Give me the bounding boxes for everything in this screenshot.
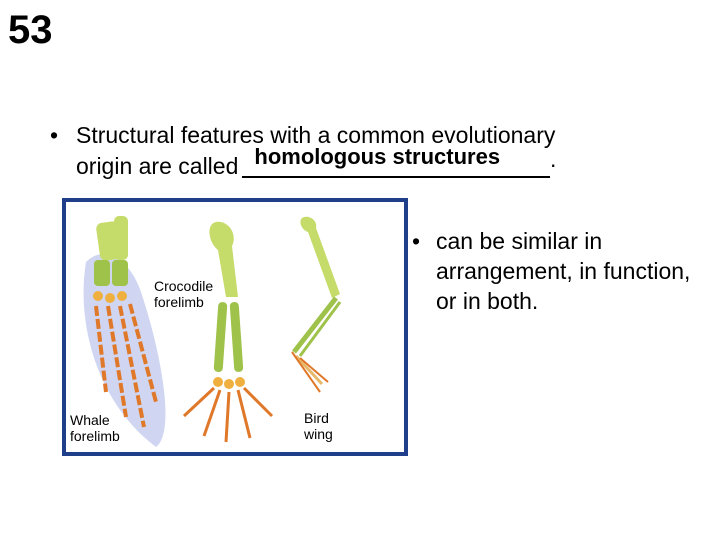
period: . bbox=[549, 146, 557, 172]
forelimb-figure: Crocodile forelimb Whale forelimb Bird w… bbox=[62, 198, 408, 456]
whale-forelimb-drawing bbox=[83, 216, 166, 447]
slide-number: 53 bbox=[8, 8, 53, 52]
crocodile-forelimb-label: Crocodile forelimb bbox=[154, 278, 214, 310]
answer-text: homologous structures bbox=[254, 144, 501, 169]
forelimb-illustration bbox=[83, 216, 342, 447]
fill-in-blank: homologous structures. bbox=[242, 144, 556, 178]
whale-forelimb-label: Whale forelimb bbox=[70, 412, 120, 444]
side-bullet-text: can be similar in arrangement, in functi… bbox=[436, 228, 691, 314]
main-bullet-line1: Structural features with a common evolut… bbox=[76, 122, 556, 148]
main-bullet-prefix: origin are called bbox=[76, 153, 239, 179]
bullet-dot: • bbox=[50, 122, 59, 148]
bird-wing-label: Bird wing bbox=[304, 410, 333, 442]
bullet-dot: • bbox=[412, 228, 421, 254]
crocodile-forelimb-drawing bbox=[182, 221, 274, 443]
bird-wing-drawing bbox=[291, 216, 342, 393]
